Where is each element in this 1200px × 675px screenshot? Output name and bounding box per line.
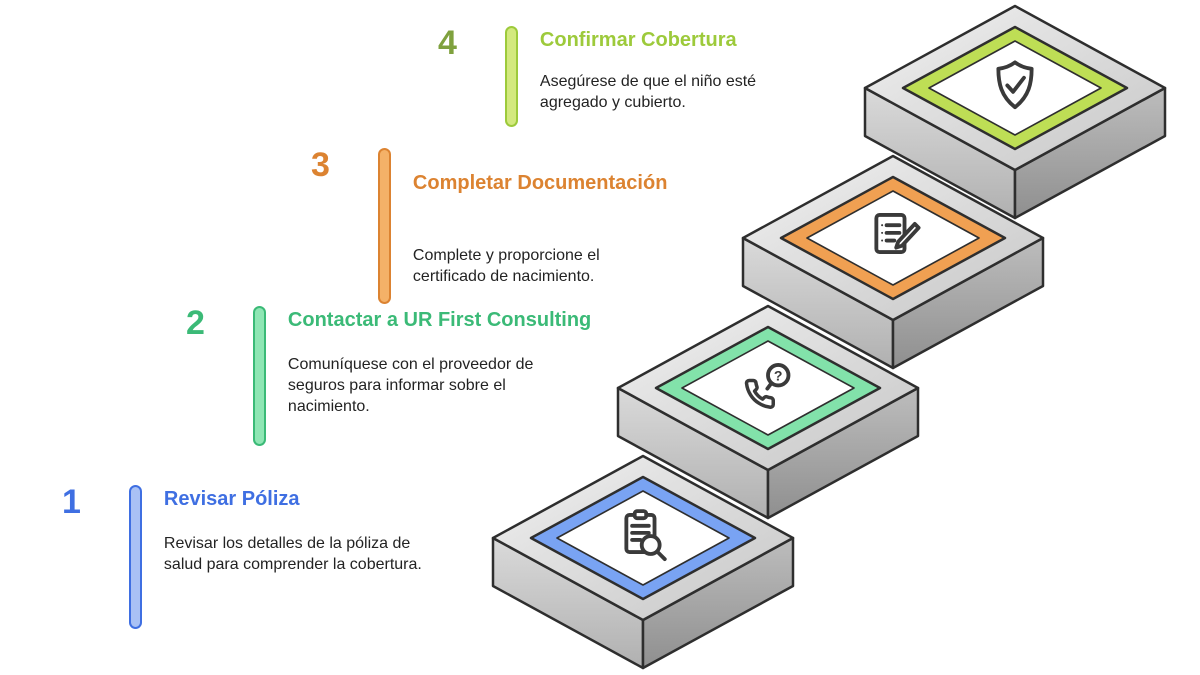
step-3-content: Completar Documentación Complete y propo… (413, 148, 667, 287)
step-1-bar (128, 485, 142, 629)
step-4-description: Asegúrese de que el niño esté agregado y… (539, 73, 757, 112)
step-4: 4 Confirmar Cobertura Asegúrese de que e… (438, 26, 782, 127)
step-2-bar (252, 306, 266, 446)
step-3-bar (377, 148, 391, 304)
step-1-number: 1 (62, 483, 81, 521)
document-search-icon (624, 509, 667, 562)
document-pen-icon (874, 213, 921, 255)
step-2: 2 Contactar a UR First Consulting Comuní… (186, 306, 591, 446)
step-2-platform: ? (616, 304, 920, 520)
step-2-description: Comuníquese con el proveedor de seguros … (287, 356, 534, 416)
step-1-description: Revisar los detalles de la póliza de sal… (163, 535, 422, 574)
step-4-title: Confirmar Cobertura (539, 29, 737, 51)
step-3-description: Complete y proporcione el certificado de… (412, 247, 600, 286)
step-4-content: Confirmar Cobertura Asegúrese de que el … (540, 26, 782, 113)
phone-question-icon: ? (744, 363, 791, 409)
step-3: 3 Completar Documentación Complete y pro… (311, 148, 667, 304)
step-4-number: 4 (438, 24, 457, 62)
shield-check-icon (996, 60, 1034, 110)
question-mark: ? (774, 367, 783, 383)
step-3-title: Completar Documentación (412, 172, 668, 194)
step-4-platform (863, 4, 1167, 220)
step-1-title: Revisar Póliza (163, 488, 300, 510)
step-1-content: Revisar Póliza Revisar los detalles de l… (164, 485, 434, 575)
step-2-title: Contactar a UR First Consulting (287, 309, 592, 331)
step-1: 1 Revisar Póliza Revisar los detalles de… (62, 485, 434, 629)
step-2-number: 2 (186, 304, 205, 342)
step-2-content: Contactar a UR First Consulting Comuníqu… (288, 306, 591, 417)
step-3-platform (741, 154, 1045, 370)
step-4-bar (504, 26, 518, 127)
step-1-platform (491, 454, 795, 670)
step-3-number: 3 (311, 146, 330, 184)
